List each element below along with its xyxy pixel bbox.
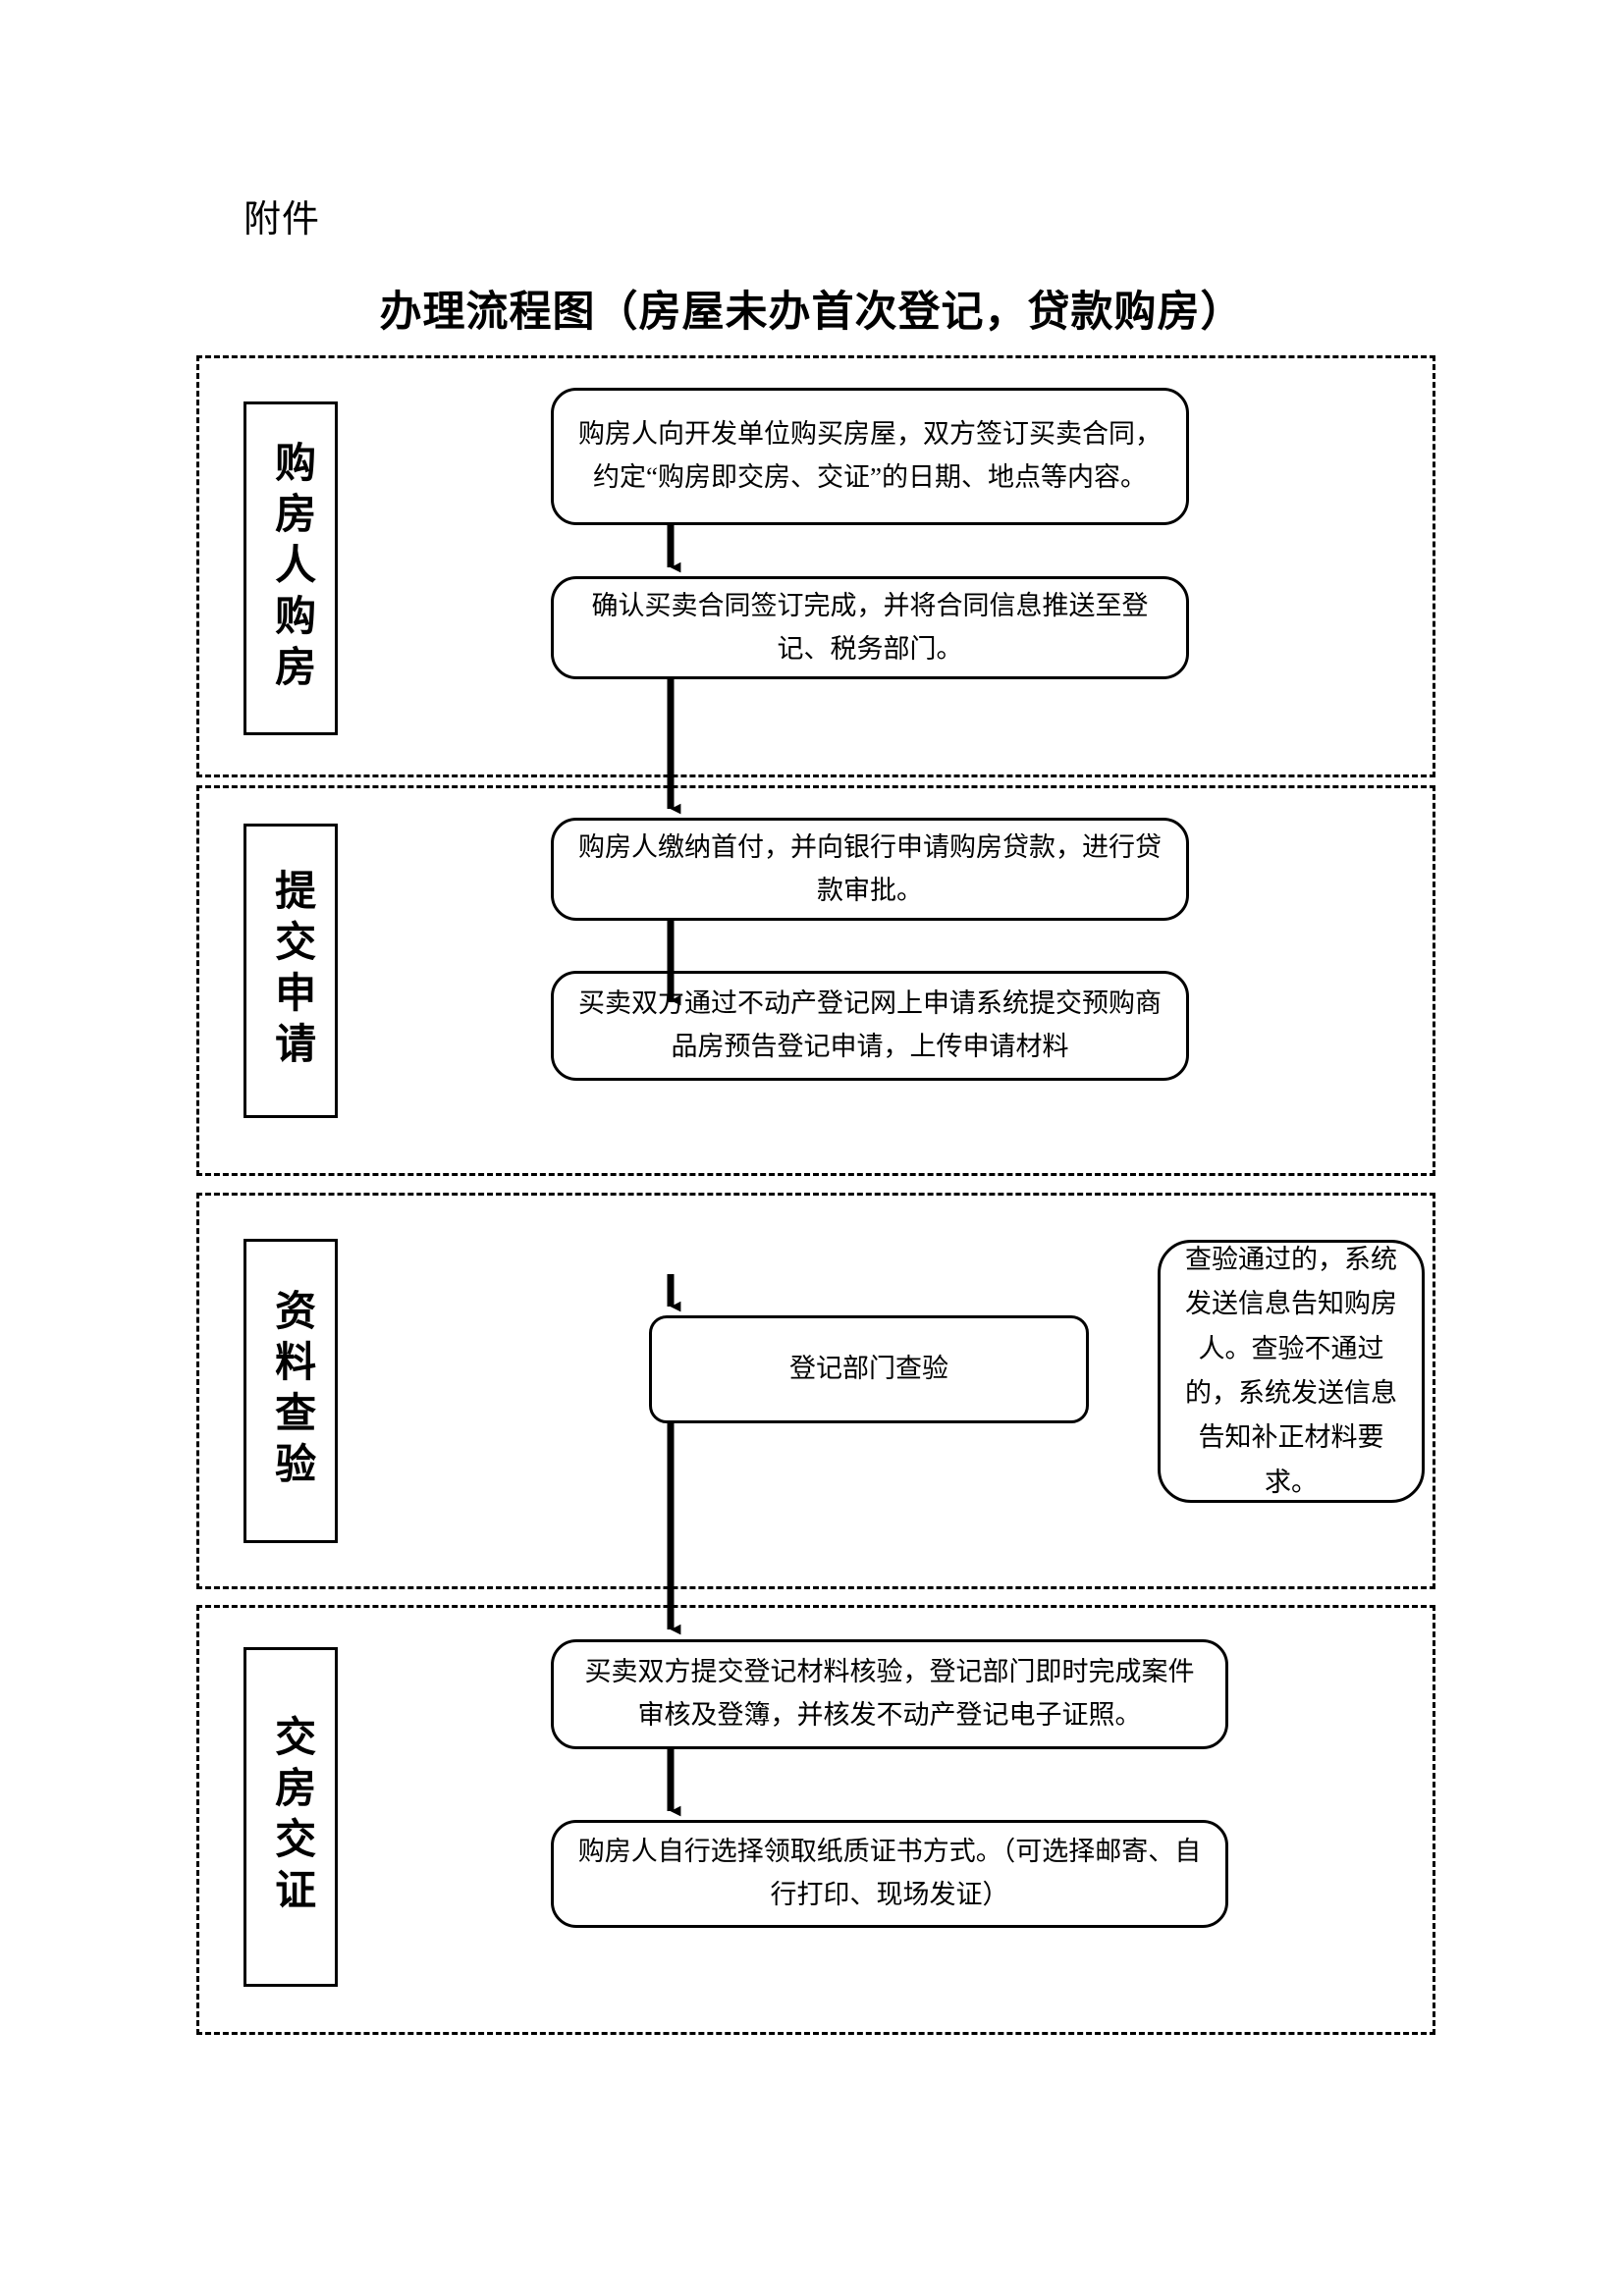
process-box-text: 购房人自行选择领取纸质证书方式。（可选择邮寄、自行打印、现场发证）	[577, 1837, 1202, 1909]
stage-label-box-3: 资料查验	[243, 1239, 338, 1543]
side-note-box: 查验通过的，系统发送信息告知购房人。查验不通过的，系统发送信息告知补正材料要求。	[1158, 1240, 1425, 1503]
stage-section-2: 提交申请 购房人缴纳首付，并向银行申请购房贷款，进行贷款审批。 买卖双方通过不动…	[196, 785, 1435, 1176]
process-box-text: 确认买卖合同签订完成，并将合同信息推送至登记、税务部门。	[591, 590, 1149, 664]
stage-label-text-4: 交房交证	[268, 1715, 314, 1919]
process-box-text: 登记部门查验	[789, 1354, 948, 1384]
process-box-text: 购房人向开发单位购买房屋，双方签订买卖合同，约定“购房即交房、交证”的日期、地点…	[578, 419, 1162, 492]
process-box-1-1: 购房人向开发单位购买房屋，双方签订买卖合同，约定“购房即交房、交证”的日期、地点…	[551, 388, 1189, 525]
process-box-3-1: 登记部门查验	[649, 1315, 1089, 1423]
process-box-4-2: 购房人自行选择领取纸质证书方式。（可选择邮寄、自行打印、现场发证）	[551, 1820, 1228, 1928]
page-title: 办理流程图（房屋未办首次登记，贷款购房）	[379, 290, 1244, 336]
process-box-text: 购房人缴纳首付，并向银行申请购房贷款，进行贷款审批。	[578, 831, 1162, 905]
side-note-text: 查验通过的，系统发送信息告知购房人。查验不通过的，系统发送信息告知补正材料要求。	[1185, 1244, 1397, 1497]
process-box-text: 买卖双方通过不动产登记网上申请系统提交预购商品房预告登记申请，上传申请材料	[578, 988, 1162, 1061]
process-box-1-2: 确认买卖合同签订完成，并将合同信息推送至登记、税务部门。	[551, 576, 1189, 679]
process-box-text: 买卖双方提交登记材料核验，登记部门即时完成案件审核及登簿，并核发不动产登记电子证…	[584, 1657, 1195, 1730]
stage-label-box-4: 交房交证	[243, 1647, 338, 1987]
stage-section-3: 资料查验 登记部门查验 查验通过的，系统发送信息告知购房人。查验不通过的，系统发…	[196, 1193, 1435, 1589]
stage-section-1: 购房人购房 购房人向开发单位购买房屋，双方签订买卖合同，约定“购房即交房、交证”…	[196, 355, 1435, 777]
stage-label-text-2: 提交申请	[268, 869, 314, 1073]
process-box-4-1: 买卖双方提交登记材料核验，登记部门即时完成案件审核及登簿，并核发不动产登记电子证…	[551, 1639, 1228, 1749]
stage-label-text-1: 购房人购房	[268, 441, 314, 696]
process-box-2-2: 买卖双方通过不动产登记网上申请系统提交预购商品房预告登记申请，上传申请材料	[551, 971, 1189, 1081]
stage-label-box-1: 购房人购房	[243, 401, 338, 735]
process-box-2-1: 购房人缴纳首付，并向银行申请购房贷款，进行贷款审批。	[551, 818, 1189, 921]
stage-label-box-2: 提交申请	[243, 824, 338, 1118]
stage-label-text-3: 资料查验	[268, 1289, 314, 1493]
stage-section-4: 交房交证 买卖双方提交登记材料核验，登记部门即时完成案件审核及登簿，并核发不动产…	[196, 1605, 1435, 2035]
attachment-label: 附件	[243, 199, 321, 240]
